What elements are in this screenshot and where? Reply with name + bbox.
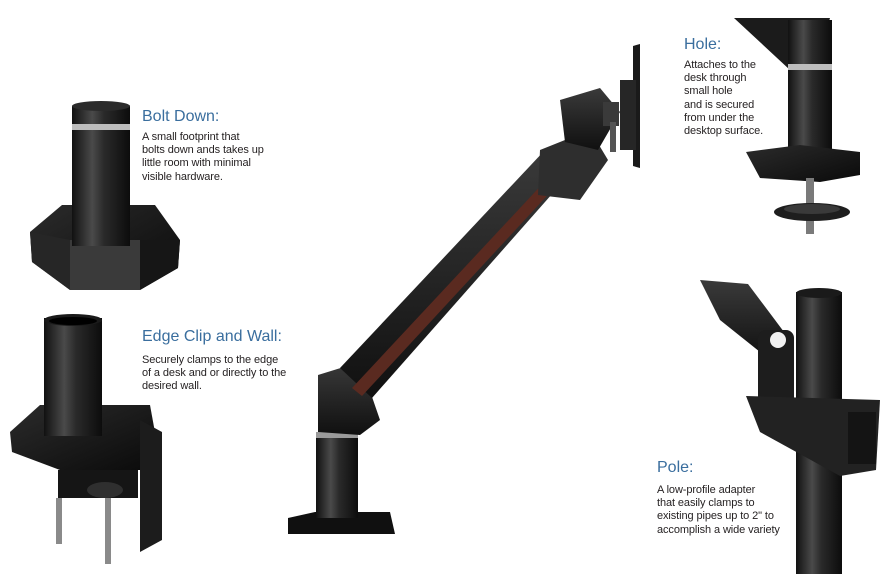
hole-line-6: desktop surface. [684,125,764,138]
hole-line-5: from under the [684,111,755,124]
monitor-arm-image [288,44,640,534]
hole-line-4: and is secured [684,98,755,111]
edge-clip-title: Edge Clip and Wall: [142,328,282,345]
pole-description: A low-profile adapter that easily clamps… [657,484,780,537]
bolt-down-title: Bolt Down: [142,108,220,125]
pole-line-1: A low-profile adapter [657,484,756,496]
hole-mount-image [734,18,860,234]
hole-line-2: desk through [684,72,747,85]
bolt-down-line-1: A small footprint that [142,131,240,143]
hole-description: Attaches to the desk through small hole … [684,59,763,138]
pole-title: Pole: [657,459,694,476]
edge-clip-line-3: desired wall. [142,380,202,393]
hole-title: Hole: [684,36,722,53]
pole-line-2: that easily clamps to [657,497,755,510]
hole-line-3: small hole [684,85,733,98]
bolt-down-line-3: little room with minimal [142,157,251,170]
edge-clip-line-2: of a desk and or directly to the [142,367,287,380]
edge-clip-description: Securely clamps to the edge of a desk an… [142,354,286,394]
pole-mount-image [700,280,880,574]
bolt-down-line-2: bolts down ands takes up [142,144,264,157]
bolt-down-mount-image [30,101,180,290]
bolt-down-line-4: visible hardware. [142,170,223,183]
edge-clip-mount-image [10,314,162,564]
pole-line-4: accomplish a wide variety [657,523,780,536]
bolt-down-description: A small footprint that bolts down ands t… [142,131,264,184]
edge-clip-line-1: Securely clamps to the edge [142,354,279,366]
hole-line-1: Attaches to the [684,59,756,71]
pole-line-3: existing pipes up to 2" to [657,510,774,523]
